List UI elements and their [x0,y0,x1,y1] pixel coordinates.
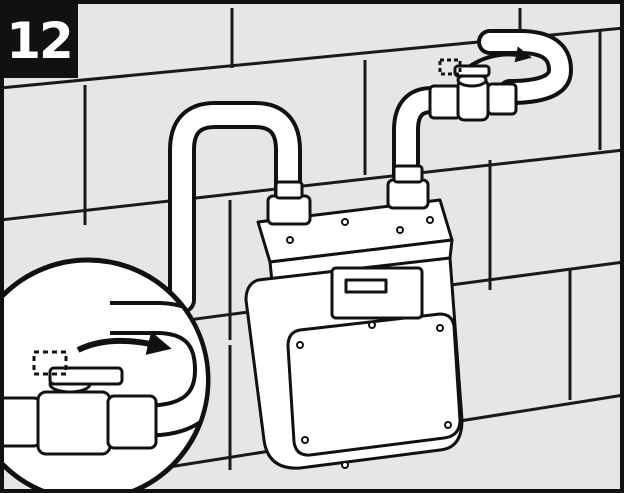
gas-meter [246,166,462,468]
step-badge: 12 [0,0,78,78]
step-number: 12 [6,12,72,70]
